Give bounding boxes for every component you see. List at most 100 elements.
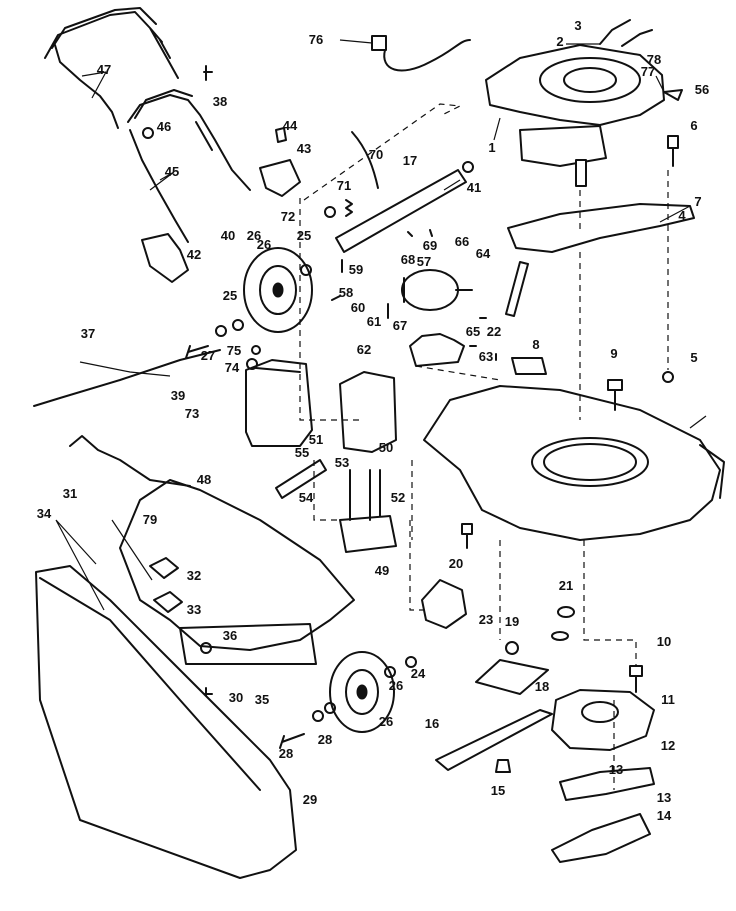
bolt-21	[461, 523, 473, 549]
rod-38	[33, 349, 221, 407]
callout-label: 34	[37, 506, 52, 521]
callout-label: 44	[283, 118, 298, 133]
blade-14	[551, 813, 651, 863]
callout-label: 18	[535, 679, 549, 694]
callout-label: 59	[349, 262, 363, 277]
callout-label: 7	[694, 194, 701, 209]
callout-label: 23	[479, 612, 493, 627]
rod-70	[351, 131, 379, 189]
knobs-33-34	[149, 557, 183, 613]
washers-28-26-25-27	[312, 656, 417, 722]
callout-label: 43	[297, 141, 311, 156]
callout-label: 45	[165, 164, 179, 179]
callout-label: 21	[559, 578, 573, 593]
callout-label: 13	[657, 790, 671, 805]
callout-label: 24	[411, 666, 426, 681]
washer-72	[324, 206, 336, 218]
grass-bag-30	[35, 565, 297, 879]
callout-label: 26	[257, 237, 271, 252]
lower-handle	[127, 89, 251, 243]
cap-74-75	[246, 345, 261, 370]
callout-label: 2	[556, 34, 563, 49]
callout-label: 14	[657, 808, 672, 823]
upper-handle	[44, 7, 179, 129]
callout-label: 48	[197, 472, 211, 487]
callout-label: 5	[690, 350, 697, 365]
callout-label: 65	[466, 324, 480, 339]
nut-37	[200, 642, 212, 654]
callout-label: 29	[303, 792, 317, 807]
bolt-40	[185, 345, 209, 359]
callout-label: 30	[229, 690, 243, 705]
callout-label: 19	[505, 614, 519, 629]
callout-label: 6	[690, 118, 697, 133]
callout-label: 71	[337, 178, 351, 193]
blade-12	[559, 767, 655, 801]
callout-label: 9	[610, 346, 617, 361]
handle-bracket-43	[141, 233, 189, 283]
wire-frame-32	[69, 435, 191, 487]
callout-label: 79	[143, 512, 157, 527]
callout-label: 40	[221, 228, 235, 243]
clip-57	[663, 89, 683, 101]
callout-label: 15	[491, 783, 505, 798]
wheel-27	[329, 651, 395, 733]
callout-label: 10	[657, 634, 671, 649]
battery-case-73	[245, 359, 313, 447]
bolt-29	[279, 733, 305, 749]
callout-label: 28	[279, 746, 293, 761]
callout-label: 36	[223, 628, 237, 643]
bracket-50	[339, 469, 397, 553]
bolt-6	[667, 135, 679, 167]
callout-label: 50	[379, 440, 393, 455]
bracket-55	[275, 459, 327, 499]
callout-label: 56	[695, 82, 709, 97]
callout-label: 27	[201, 348, 215, 363]
callout-label: 70	[369, 147, 383, 162]
callout-labels: 1234567891011121313141516171819202122232…	[37, 18, 709, 823]
callout-label: 61	[367, 314, 381, 329]
callout-label: 62	[357, 342, 371, 357]
handle-clip-45	[275, 127, 287, 143]
callout-label: 39	[171, 388, 185, 403]
callout-label: 69	[423, 238, 437, 253]
callout-label: 17	[403, 153, 417, 168]
washers-20-22	[551, 606, 575, 641]
callout-label: 3	[574, 18, 581, 33]
throttle-parts-2-3	[599, 19, 653, 47]
bolt-10	[629, 665, 643, 693]
callout-label: 67	[393, 318, 407, 333]
catcher-frame-36	[119, 479, 355, 665]
callout-label: 20	[449, 556, 463, 571]
callout-label: 76	[309, 32, 323, 47]
callout-label: 37	[81, 326, 95, 341]
bracket-17	[335, 169, 467, 253]
callout-label: 55	[295, 445, 309, 460]
callout-label: 4	[678, 208, 686, 223]
callout-label: 58	[339, 285, 353, 300]
callout-label: 26	[389, 678, 403, 693]
callout-label: 74	[225, 360, 240, 375]
callout-label: 22	[487, 324, 501, 339]
handle-nut-47	[142, 127, 154, 139]
spring-71	[345, 199, 353, 217]
nut-5	[662, 371, 674, 383]
callout-label: 63	[479, 349, 493, 364]
motor-67	[401, 269, 473, 311]
callout-label: 11	[661, 692, 675, 707]
callout-label: 77	[641, 64, 655, 79]
callout-label: 68	[401, 252, 415, 267]
callout-label: 35	[255, 692, 269, 707]
callout-label: 13	[609, 762, 623, 777]
handle-bracket-44	[259, 159, 301, 197]
callout-label: 41	[467, 180, 481, 195]
adapter-18-19	[475, 641, 549, 695]
callout-label: 32	[187, 568, 201, 583]
engine-1	[485, 44, 665, 187]
callout-label: 1	[488, 140, 495, 155]
nut-15	[495, 759, 511, 773]
switch-24	[421, 579, 467, 629]
callout-leaders	[55, 39, 707, 611]
callout-label: 42	[187, 247, 201, 262]
assembly-dash-lines	[299, 103, 669, 790]
